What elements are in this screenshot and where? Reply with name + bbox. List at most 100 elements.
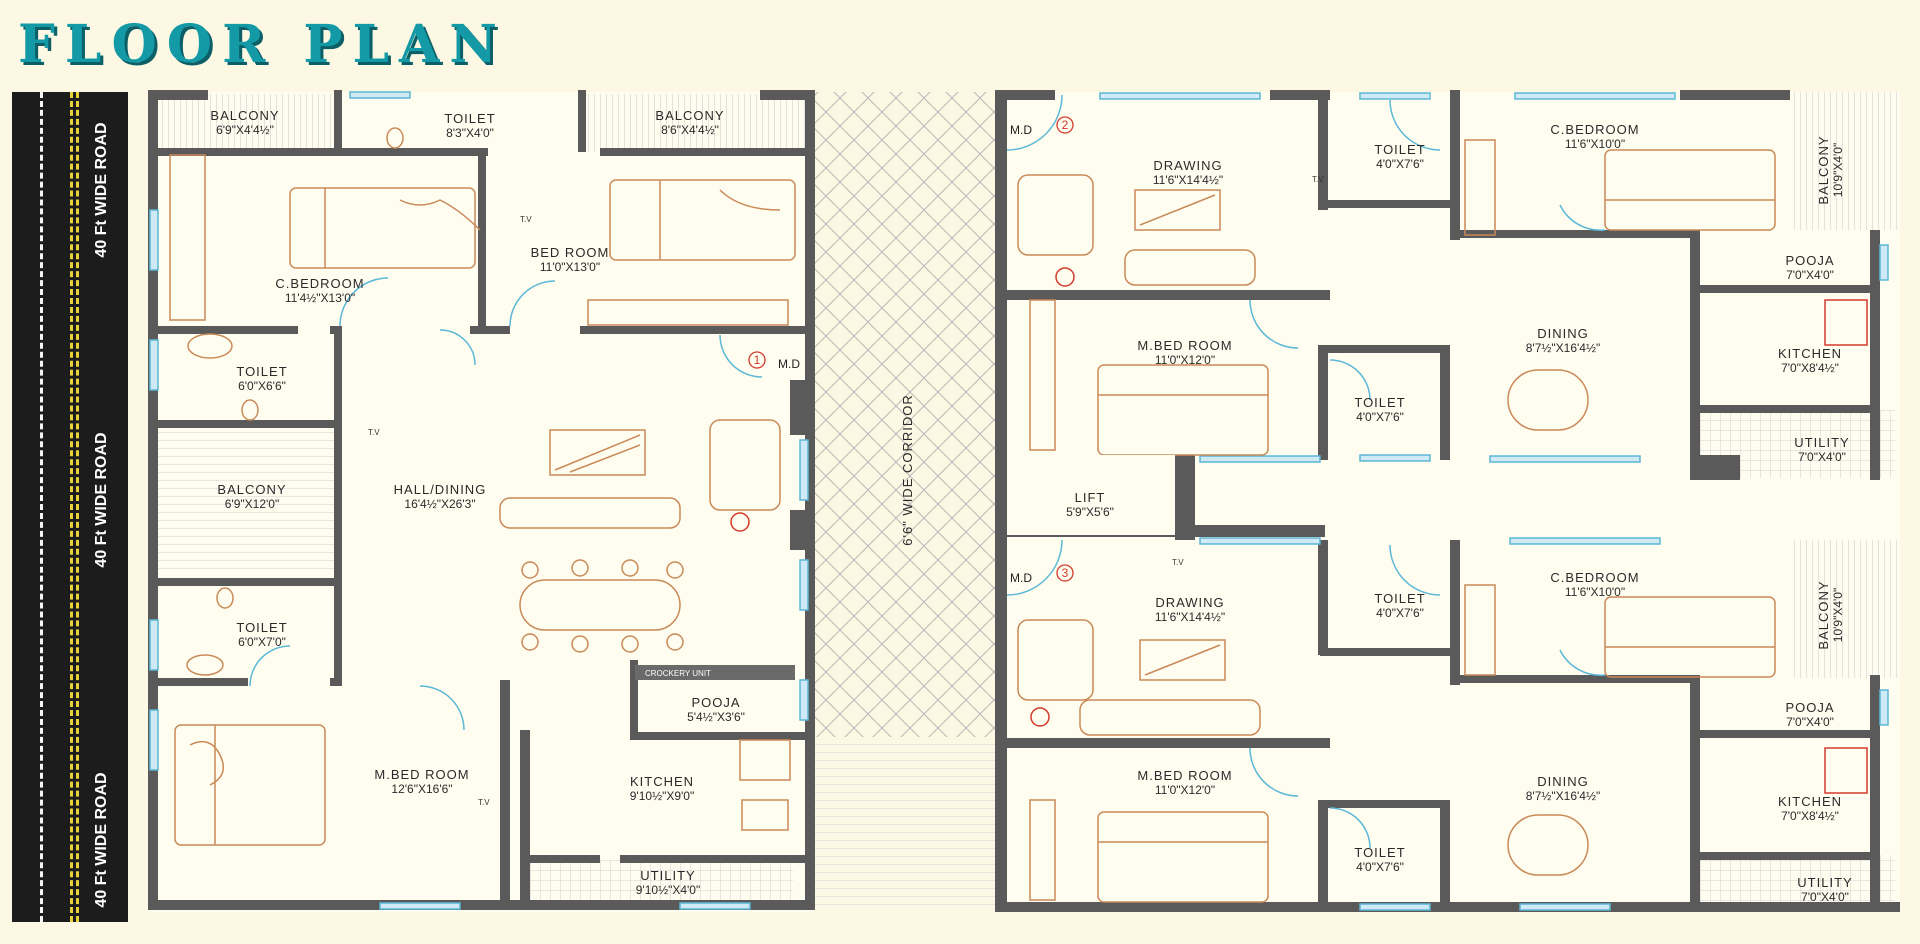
room-dimensions: 9'10½"X9'0" xyxy=(630,789,694,803)
room-dimensions: 7'0"X4'0" xyxy=(1786,268,1834,282)
room-name: BALCONY xyxy=(210,108,279,123)
room-name: TOILET xyxy=(1354,845,1405,860)
bed-icon xyxy=(1097,364,1269,456)
main-door-marker-1: 1 M.D xyxy=(748,351,800,371)
room-name: KITCHEN xyxy=(630,774,694,789)
room-dimensions: 11'6"X14'4½" xyxy=(1155,610,1225,624)
room-name: UTILITY xyxy=(640,868,695,883)
balcony-b-floor xyxy=(585,94,807,152)
room-dimensions: 9'10½"X4'0" xyxy=(636,883,700,897)
svg-text:3: 3 xyxy=(1062,566,1069,580)
room-name: BALCONY xyxy=(217,482,286,497)
room-dimensions: 11'6"X14'4½" xyxy=(1153,173,1223,187)
tv-label: T.V xyxy=(520,215,532,224)
room-dimensions: 7'0"X4'0" xyxy=(1798,450,1846,464)
svg-text:2: 2 xyxy=(1062,118,1069,132)
room-name: POOJA xyxy=(1785,700,1834,715)
dining-table-icon xyxy=(1507,369,1589,876)
unit-1-windows xyxy=(149,91,809,910)
room-name: KITCHEN xyxy=(1778,794,1842,809)
room-name: HALL/DINING xyxy=(394,482,487,497)
utility-3-floor xyxy=(1695,855,1895,910)
room-dimensions: 5'4½"X3'6" xyxy=(687,710,745,724)
crockery-label: CROCKERY UNIT xyxy=(645,669,711,678)
coffee-table-icon xyxy=(549,429,646,476)
lift-floor xyxy=(1007,455,1175,535)
room-dimensions: 4'0"X7'6" xyxy=(1356,410,1404,424)
sofa-icon xyxy=(499,419,781,529)
tv-label: T.V xyxy=(478,798,490,807)
room-name: TOILET xyxy=(1374,142,1425,157)
svg-text:M.D: M.D xyxy=(1010,123,1032,137)
room-name: BALCONY xyxy=(1816,135,1831,204)
room-dimensions: 4'0"X7'6" xyxy=(1356,860,1404,874)
room-name: TOILET xyxy=(236,364,287,379)
bed-icon xyxy=(1097,811,1269,903)
room-dimensions: 10'9"X4'0" xyxy=(1831,143,1845,197)
commode-icon xyxy=(216,127,404,609)
road-lane-line xyxy=(40,92,43,922)
door-swing-icons xyxy=(1006,94,1606,849)
stove-icon xyxy=(1824,747,1868,794)
corridor-label: 6'6" WIDE CORRIDOR xyxy=(900,394,915,546)
room-dimensions: 7'0"X4'0" xyxy=(1786,715,1834,729)
room-dimensions: 11'6"X10'0" xyxy=(1565,585,1625,599)
svg-text:M.D: M.D xyxy=(778,357,800,371)
lamp-icon xyxy=(730,512,750,532)
room-name: TOILET xyxy=(444,111,495,126)
room-name: UTILITY xyxy=(1797,875,1852,890)
bed-icon xyxy=(1604,149,1776,231)
units-2-3-windows xyxy=(1099,92,1889,911)
room-dimensions: 8'7½"X16'4½" xyxy=(1526,341,1601,355)
unit-1-walls xyxy=(148,90,815,910)
room-dimensions: 4'0"X7'6" xyxy=(1376,157,1424,171)
room-name: BED ROOM xyxy=(531,245,610,260)
room-dimensions: 7'0"X8'4½" xyxy=(1781,361,1839,375)
stove-icon xyxy=(739,739,791,831)
balcony-c-floor xyxy=(152,425,338,575)
main-door-marker-3: 3 M.D xyxy=(1010,564,1074,585)
room-dimensions: 11'0"X12'0" xyxy=(1155,353,1215,367)
washbasin-icon xyxy=(186,333,233,676)
room-dimensions: 7'0"X4'0" xyxy=(1801,890,1849,904)
room-name: TOILET xyxy=(1374,591,1425,606)
sofa-icon xyxy=(1017,174,1261,736)
svg-text:1: 1 xyxy=(754,353,761,367)
room-dimensions: 6'0"X7'0" xyxy=(238,635,286,649)
room-dimensions: 11'0"X13'0" xyxy=(540,260,600,274)
room-dimensions: 4'0"X7'6" xyxy=(1376,606,1424,620)
road-center-line xyxy=(76,92,79,922)
bed-icon xyxy=(609,179,796,261)
bed-icon xyxy=(1604,596,1776,678)
stove-icon xyxy=(1824,299,1868,346)
room-name: BALCONY xyxy=(655,108,724,123)
room-name: LIFT xyxy=(1075,490,1106,505)
balcony-a-floor xyxy=(152,94,334,152)
room-name: DINING xyxy=(1537,326,1589,341)
room-name: C.BEDROOM xyxy=(275,276,364,291)
room-name: M.BED ROOM xyxy=(1137,338,1232,353)
room-name: BALCONY xyxy=(1816,580,1831,649)
